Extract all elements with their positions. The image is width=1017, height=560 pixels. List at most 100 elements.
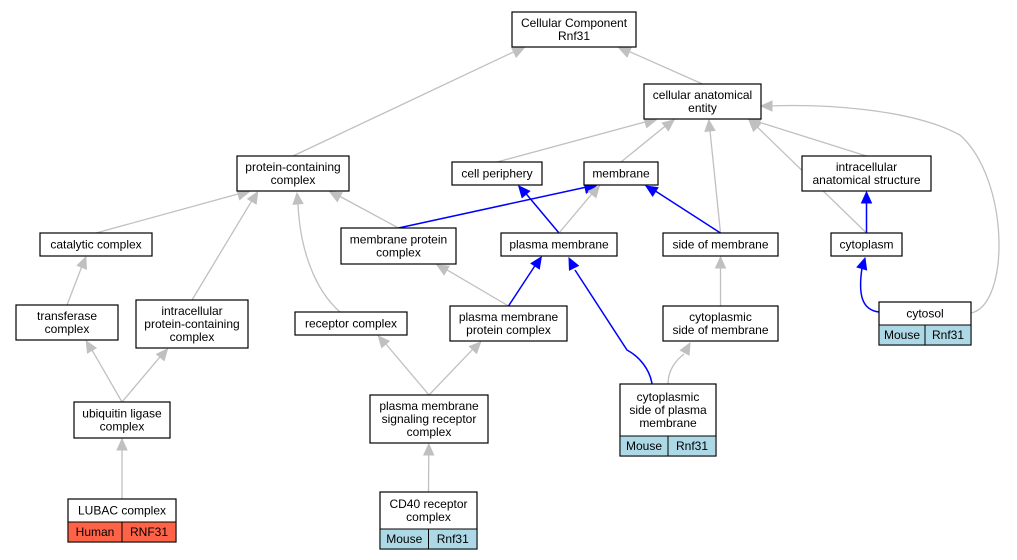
edge-ubiquitin-to-intra-pcc — [121, 348, 169, 403]
node-label-line: Cellular Component — [521, 16, 628, 30]
edge-line — [620, 124, 667, 163]
edge-line — [758, 121, 867, 157]
edge-arrowhead — [85, 339, 98, 354]
edge-plasma-mem-to-membrane — [558, 185, 601, 234]
node-label-line: cytoplasmic — [689, 310, 752, 324]
node-box — [500, 232, 618, 257]
gene-cell — [924, 324, 972, 346]
edge-lubac-to-ubiquitin — [116, 437, 128, 499]
node-label-line: plasma membrane — [379, 399, 479, 413]
node-label-line: cytosol — [906, 307, 943, 321]
node-plasma-mem[interactable]: plasma membrane — [500, 232, 618, 257]
edge-plasma-mem-to-cell-periph — [517, 185, 560, 234]
edge-line — [398, 186, 587, 229]
edge-arrowhead — [661, 119, 675, 132]
node-membrane[interactable]: membrane — [583, 161, 659, 186]
edge-arrowhead — [422, 442, 435, 456]
edge-line — [428, 347, 475, 396]
node-label-line: complex — [271, 173, 316, 187]
edge-side-mem-to-membrane — [644, 185, 721, 234]
node-box — [73, 401, 171, 439]
edge-cd40-to-pm-sig — [422, 442, 435, 493]
node-label-line: complex — [376, 246, 421, 260]
node-label-line: cell periphery — [461, 167, 532, 181]
edge-arrowhead — [435, 264, 450, 276]
node-box — [662, 232, 779, 257]
edge-arrowhead — [246, 190, 259, 205]
edge-line — [627, 50, 703, 85]
gene-label: RNF31 — [130, 525, 168, 539]
node-label-line: complex — [406, 510, 451, 524]
edge-mem-prot-to-pcc — [328, 191, 399, 229]
edge-ubiquitin-to-transferase — [85, 339, 123, 403]
node-box — [135, 299, 249, 349]
edge-arrowhead — [377, 335, 391, 349]
node-receptor[interactable]: receptor complex — [294, 311, 408, 336]
edge-arrowhead — [530, 255, 542, 270]
gene-cell — [667, 435, 717, 457]
edge-arrowhead — [617, 47, 632, 58]
edge-cell-periph-to-cae — [496, 117, 658, 163]
gene-label: Rnf31 — [437, 532, 469, 546]
edge-line — [66, 265, 83, 306]
node-label-line: membrane — [639, 416, 697, 430]
gene-cell — [121, 521, 177, 543]
node-label-line: receptor complex — [305, 317, 397, 331]
edge-cytosol-to-cae — [759, 100, 1000, 314]
edge-arrowhead — [856, 256, 868, 271]
node-box — [511, 11, 637, 48]
edge-line — [191, 199, 254, 301]
node-box — [830, 232, 903, 257]
edge-line — [667, 353, 685, 385]
edge-intra-pcc-to-pcc — [191, 190, 259, 301]
edge-cyto-side-pm-to-plasma-mem — [568, 256, 653, 385]
species-label: Human — [76, 525, 115, 539]
node-box — [340, 227, 457, 265]
node-box — [236, 155, 350, 192]
node-label-line: anatomical structure — [812, 173, 920, 187]
edge-cytoplasm-to-ias — [860, 190, 873, 233]
edge-cae-to-root — [617, 47, 703, 85]
node-label-line: ubiquitin ligase — [82, 407, 162, 421]
edge-pm-prot-to-mem-prot — [435, 264, 509, 307]
edge-arrowhead — [468, 341, 482, 355]
edge-line — [384, 342, 430, 396]
edge-arrowhead — [748, 119, 762, 133]
edge-arrowhead — [759, 100, 773, 112]
edge-line — [558, 192, 594, 234]
node-box — [643, 83, 762, 120]
edge-line — [768, 104, 1000, 314]
species-label: Mouse — [626, 439, 662, 453]
edge-line — [507, 263, 537, 307]
edge-line — [496, 120, 647, 163]
edge-pm-sig-to-pm-prot — [428, 341, 482, 396]
node-label-line: intracellular — [161, 304, 222, 318]
node-box — [662, 305, 779, 342]
edge-receptor-to-pcc — [292, 191, 341, 313]
node-cytoplasm[interactable]: cytoplasm — [830, 232, 903, 257]
node-cell-periph[interactable]: cell periphery — [451, 161, 543, 186]
edge-line — [574, 269, 653, 385]
edges-layer — [66, 47, 1000, 499]
node-label-line: CD40 receptor — [389, 497, 467, 511]
node-label-line: complex — [407, 425, 452, 439]
node-catalytic[interactable]: catalytic complex — [39, 232, 153, 257]
node-side-mem[interactable]: side of membrane — [662, 232, 779, 257]
